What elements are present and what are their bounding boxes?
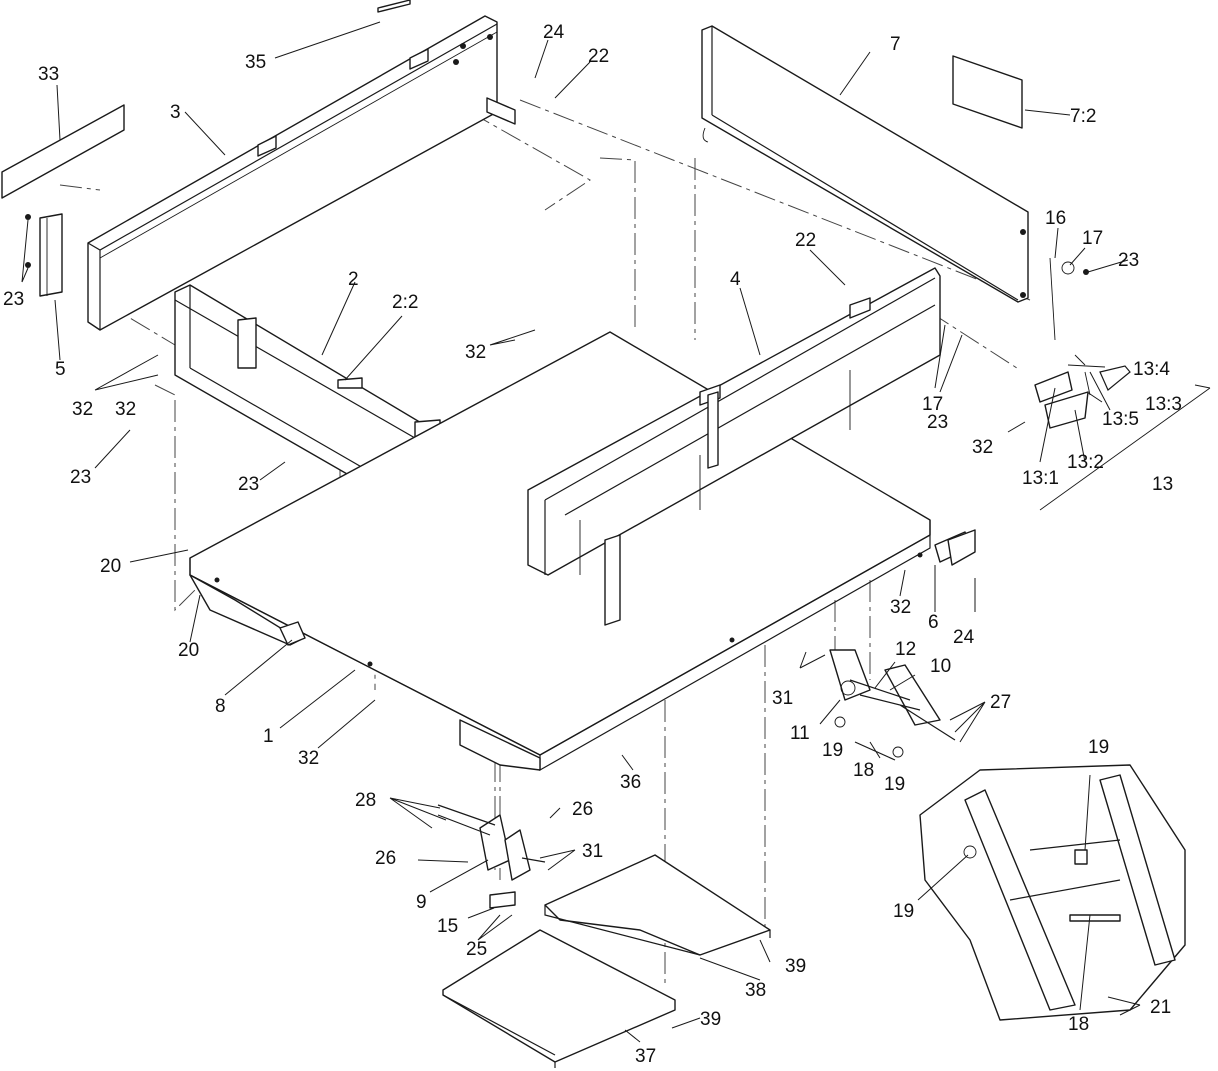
tailgate-7 bbox=[701, 25, 1089, 341]
callout-23: 23 bbox=[1118, 250, 1139, 271]
callout-36: 36 bbox=[620, 772, 641, 793]
callout-13: 13 bbox=[1152, 474, 1173, 495]
side-rail-3 bbox=[87, 0, 516, 331]
callout-12: 12 bbox=[895, 639, 916, 660]
callout-23: 23 bbox=[70, 467, 91, 488]
callout-18: 18 bbox=[853, 760, 874, 781]
callout-13-3: 13:3 bbox=[1145, 394, 1182, 415]
callout-21: 21 bbox=[1150, 997, 1171, 1018]
hinge-13 bbox=[1034, 354, 1211, 511]
callout-32: 32 bbox=[115, 399, 136, 420]
callout-13-1: 13:1 bbox=[1022, 468, 1059, 489]
callout-24: 24 bbox=[953, 627, 975, 648]
callout-31: 31 bbox=[772, 688, 793, 709]
callout-7: 7 bbox=[890, 34, 901, 55]
callout-15: 15 bbox=[437, 916, 458, 937]
skid-plate-38 bbox=[544, 854, 771, 956]
hinge-assembly-right bbox=[829, 649, 956, 761]
callout-32: 32 bbox=[972, 437, 993, 458]
callout-25: 25 bbox=[466, 939, 487, 960]
callout-19: 19 bbox=[1088, 737, 1109, 758]
callout-17: 17 bbox=[1082, 228, 1103, 249]
callout-39: 39 bbox=[700, 1009, 721, 1030]
callout-26: 26 bbox=[375, 848, 396, 869]
callout-7-2: 7:2 bbox=[1070, 106, 1096, 127]
callout-26: 26 bbox=[572, 799, 593, 820]
callout-38: 38 bbox=[745, 980, 766, 1001]
callout-8: 8 bbox=[215, 696, 226, 717]
callout-23: 23 bbox=[238, 474, 259, 495]
callout-11: 11 bbox=[790, 723, 810, 744]
callout-20: 20 bbox=[100, 556, 121, 577]
inset-view bbox=[919, 764, 1186, 1021]
callout-23: 23 bbox=[3, 289, 24, 310]
leader-lines bbox=[21, 21, 1141, 1043]
callout-13-4: 13:4 bbox=[1133, 359, 1170, 380]
callout-10: 10 bbox=[930, 656, 951, 677]
callout-32: 32 bbox=[298, 748, 319, 769]
callout-22: 22 bbox=[588, 46, 609, 67]
side-plate-5 bbox=[25, 213, 63, 297]
callout-5: 5 bbox=[55, 359, 66, 380]
bracket-6 bbox=[934, 529, 976, 566]
callout-19: 19 bbox=[893, 901, 914, 922]
callout-6: 6 bbox=[928, 612, 939, 633]
skid-plate-37 bbox=[442, 929, 676, 1068]
callout-27: 27 bbox=[990, 692, 1011, 713]
callout-19: 19 bbox=[822, 740, 843, 761]
callout-9: 9 bbox=[416, 892, 427, 913]
callout-4: 4 bbox=[730, 269, 741, 290]
callout-1: 1 bbox=[263, 726, 274, 747]
callout-24: 24 bbox=[543, 22, 565, 43]
callout-13-2: 13:2 bbox=[1067, 452, 1104, 473]
callout-17: 17 bbox=[922, 394, 943, 415]
callout-22: 22 bbox=[795, 230, 816, 251]
callout-16: 16 bbox=[1045, 208, 1066, 229]
decal-33 bbox=[1, 104, 125, 199]
callout-32: 32 bbox=[890, 597, 911, 618]
callout-32: 32 bbox=[465, 342, 486, 363]
callout-33: 33 bbox=[38, 64, 59, 85]
callout-32: 32 bbox=[72, 399, 93, 420]
callout-39: 39 bbox=[785, 956, 806, 977]
callout-31: 31 bbox=[582, 841, 603, 862]
hinge-assembly-left bbox=[437, 804, 546, 909]
callout-18: 18 bbox=[1068, 1014, 1089, 1035]
callout-labels: 33 35 24 22 7 7:2 3 23 5 32 32 23 2 2:2 … bbox=[3, 22, 1182, 1067]
callout-20: 20 bbox=[178, 640, 199, 661]
callout-19: 19 bbox=[884, 774, 905, 795]
callout-37: 37 bbox=[635, 1046, 656, 1067]
callout-13-5: 13:5 bbox=[1102, 409, 1139, 430]
callout-28: 28 bbox=[355, 790, 376, 811]
callout-2: 2 bbox=[348, 269, 359, 290]
callout-2-2: 2:2 bbox=[392, 292, 418, 313]
callout-23: 23 bbox=[927, 412, 948, 433]
callout-35: 35 bbox=[245, 52, 266, 73]
callout-3: 3 bbox=[170, 102, 181, 123]
